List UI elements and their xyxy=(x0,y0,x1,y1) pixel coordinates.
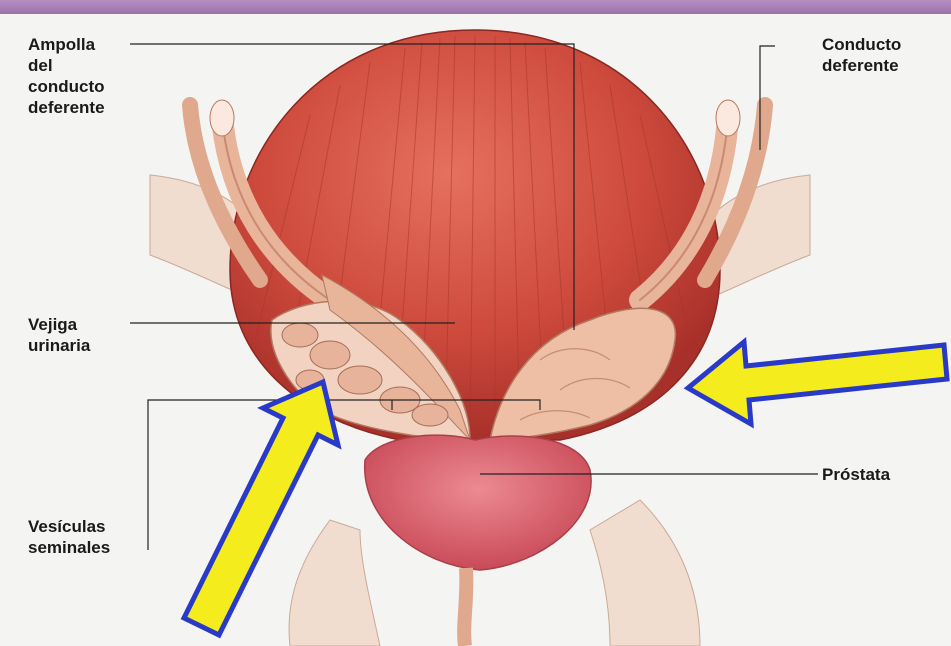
label-ampolla-line3: conducto xyxy=(28,76,105,97)
vas-deferens-left-cut xyxy=(210,100,234,136)
header-bar xyxy=(0,0,951,14)
label-vesiculas-seminales: Vesículas seminales xyxy=(28,516,110,558)
label-vejiga-line2: urinaria xyxy=(28,335,90,356)
vas-deferens-right-cut xyxy=(716,100,740,136)
label-conducto-deferente: Conducto deferente xyxy=(822,34,901,76)
label-vesiculas-line1: Vesículas xyxy=(28,516,110,537)
prostate xyxy=(365,435,591,646)
label-ampolla-line2: del xyxy=(28,55,105,76)
label-conducto-line2: deferente xyxy=(822,55,901,76)
label-vejiga-urinaria: Vejiga urinaria xyxy=(28,314,90,356)
label-prostata-text: Próstata xyxy=(822,464,890,485)
label-ampolla: Ampolla del conducto deferente xyxy=(28,34,105,118)
label-conducto-line1: Conducto xyxy=(822,34,901,55)
arrow-left-icon xyxy=(688,342,947,424)
label-ampolla-line1: Ampolla xyxy=(28,34,105,55)
label-vesiculas-line2: seminales xyxy=(28,537,110,558)
label-vejiga-line1: Vejiga xyxy=(28,314,90,335)
label-prostata: Próstata xyxy=(822,464,890,485)
label-ampolla-line4: deferente xyxy=(28,97,105,118)
